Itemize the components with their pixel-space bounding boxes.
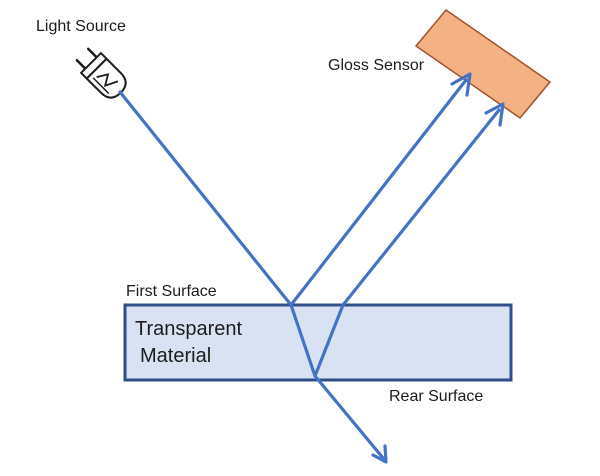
light-beams [118, 72, 505, 464]
transmitted-beam [313, 374, 385, 460]
rear-reflection-internal-beam [313, 303, 345, 378]
material-label-line1: Transparent [135, 318, 243, 340]
gloss-sensor [414, 8, 552, 120]
gloss-sensor-label: Gloss Sensor [328, 57, 425, 74]
material-label-line2: Material [140, 345, 211, 367]
first-surface-reflection-beam [289, 78, 468, 307]
light-source-label: Light Source [36, 18, 126, 35]
rear-surface-label: Rear Surface [389, 388, 483, 405]
first-reflection-arrowhead [450, 72, 472, 97]
transmitted-arrowhead [371, 444, 388, 464]
light-source-icon [75, 47, 127, 99]
rear-surface-reflection-beam [341, 108, 501, 307]
refracted-beam [289, 303, 317, 378]
first-surface-label: First Surface [126, 283, 217, 300]
rear-reflection-arrowhead [484, 102, 505, 127]
incident-beam [118, 90, 293, 307]
